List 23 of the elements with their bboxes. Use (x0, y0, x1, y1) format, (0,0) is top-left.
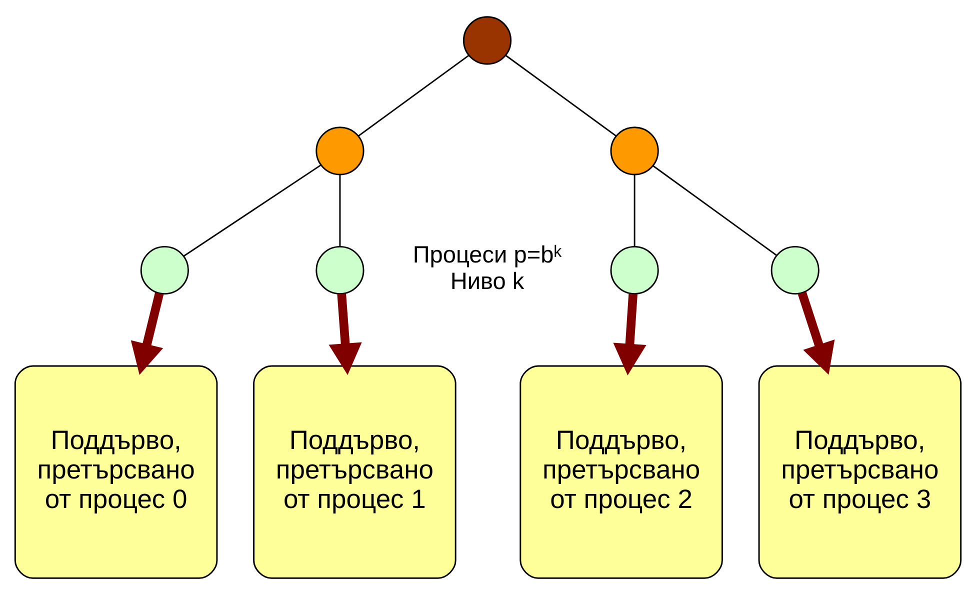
arrow (130, 292, 164, 374)
connector (338, 174, 340, 246)
node-circle (770, 245, 819, 294)
connector (505, 54, 616, 136)
node-circle (140, 245, 188, 294)
node-circle (315, 126, 364, 175)
connector (633, 174, 635, 246)
connector (358, 54, 469, 136)
node-circle (315, 245, 364, 294)
node-box: Поддърво, претърсвано от процес 2 (519, 364, 722, 578)
node-box: Поддърво, претърсвано от процес 3 (758, 364, 962, 578)
node-box: Поддърво, претърсвано от процес 0 (14, 364, 218, 578)
connector (652, 164, 776, 256)
arrow (328, 292, 362, 375)
arrow (612, 293, 646, 375)
node-box: Поддърво, претърсвано от процес 1 (252, 364, 456, 578)
node-circle (610, 245, 658, 294)
arrow (797, 291, 834, 374)
node-circle (610, 126, 658, 175)
node-circle (462, 16, 512, 64)
label: Процеси p=bᵏ (412, 241, 562, 268)
connector (182, 164, 320, 256)
label: Ниво k (450, 268, 524, 294)
